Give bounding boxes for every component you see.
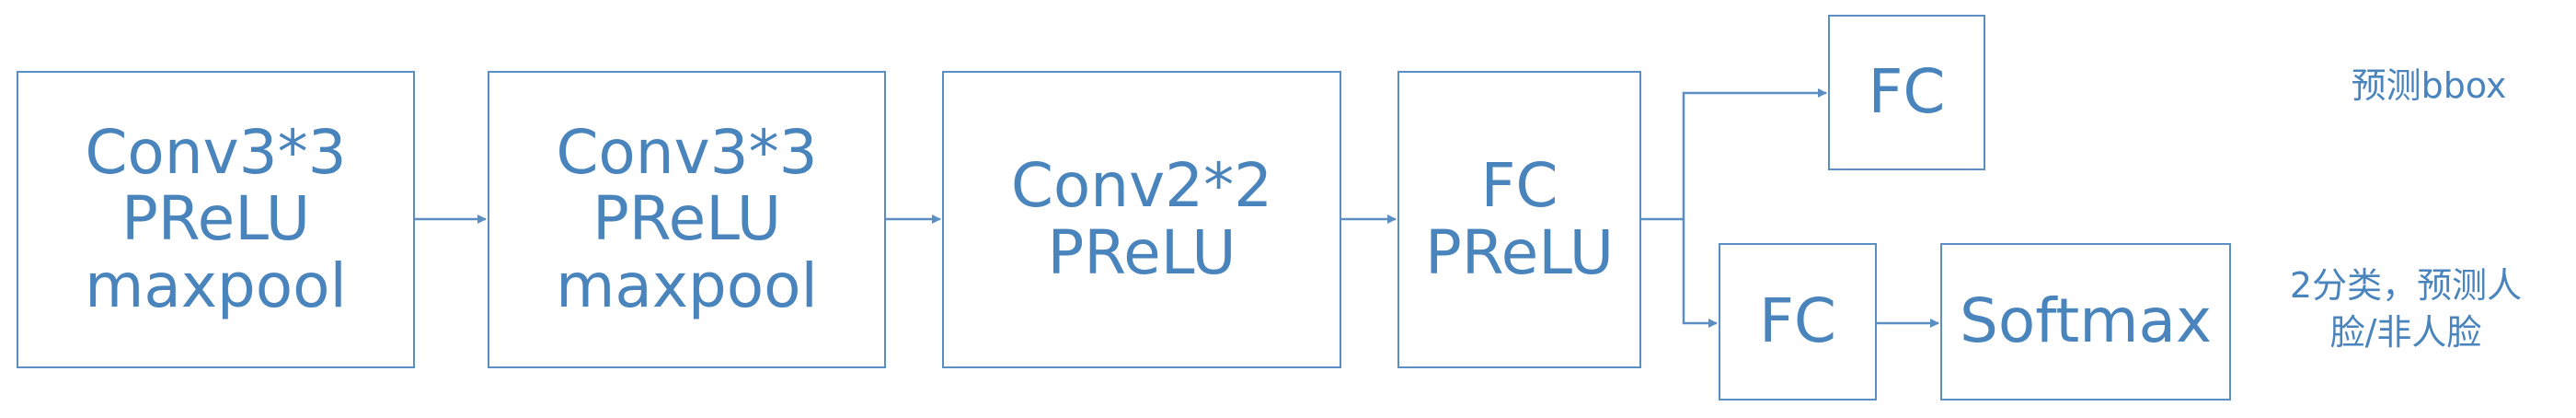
fc-cls-line-1: FC xyxy=(1758,285,1837,357)
fc-main-line-2: PReLU xyxy=(1424,216,1615,288)
fc-bbox-line-1: FC xyxy=(1868,56,1946,128)
classification-note: 2分类，预测人 脸/非人脸 xyxy=(2245,262,2567,357)
classification-note-line-1: 2分类，预测人 xyxy=(2289,265,2523,306)
conv1-line-1: Conv3*3 xyxy=(85,116,347,188)
conv2-block: Conv3*3 PReLU maxpool xyxy=(488,71,886,368)
conv2-line-3: maxpool xyxy=(556,250,818,321)
fc-cls-block: FC xyxy=(1719,243,1877,401)
bbox-note: 预测bbox xyxy=(2318,63,2539,110)
fc-bbox-block: FC xyxy=(1828,15,1985,170)
conv1-block: Conv3*3 PReLU maxpool xyxy=(17,71,415,368)
conv3-line-2: PReLU xyxy=(1047,216,1236,288)
conv3-block: Conv2*2 PReLU xyxy=(942,71,1341,368)
conv1-line-3: maxpool xyxy=(85,250,347,321)
fc-main-line-1: FC xyxy=(1480,149,1558,221)
classification-note-line-2: 脸/非人脸 xyxy=(2329,312,2482,354)
arrow-fc-to-fc-bbox xyxy=(1641,88,1827,221)
conv1-line-2: PReLU xyxy=(121,183,311,255)
conv2-line-1: Conv3*3 xyxy=(556,116,818,188)
conv2-line-2: PReLU xyxy=(592,183,782,255)
fc-main-block: FC PReLU xyxy=(1397,71,1641,368)
arrow-fc-to-fc-cls xyxy=(1682,219,1718,328)
softmax-block: Softmax xyxy=(1940,243,2231,401)
conv3-line-1: Conv2*2 xyxy=(1010,149,1273,221)
bbox-note-line-1: 预测bbox xyxy=(2351,65,2507,106)
softmax-line-1: Softmax xyxy=(1959,285,2213,357)
